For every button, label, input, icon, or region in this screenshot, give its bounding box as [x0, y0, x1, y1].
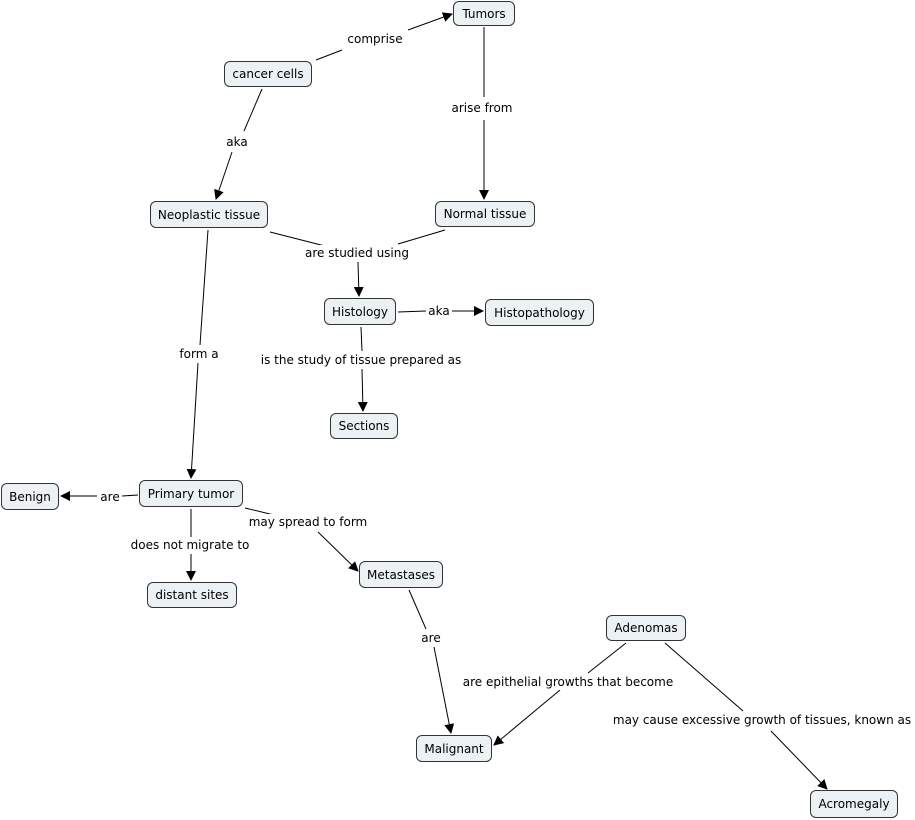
link-line-cancer-comprise	[315, 49, 343, 61]
node-histology[interactable]: Histology	[324, 298, 396, 325]
arrow-excessive-acromegaly	[770, 730, 828, 790]
link-label-excessive-growth[interactable]: may cause excessive growth of tissues, k…	[611, 712, 913, 728]
link-line-histology-study	[360, 326, 363, 352]
node-malignant[interactable]: Malignant	[416, 735, 492, 762]
arrow-epithelial-malignant	[493, 689, 561, 746]
link-line-metastases-are	[408, 589, 427, 630]
link-line-adenomas-excessive	[664, 642, 744, 712]
link-label-does-not-migrate[interactable]: does not migrate to	[129, 537, 251, 553]
link-label-are-benign[interactable]: are	[99, 489, 121, 505]
link-line-primary-are	[121, 494, 139, 497]
node-histopathology[interactable]: Histopathology	[485, 299, 594, 326]
link-label-aka-neoplastic[interactable]: aka	[225, 134, 249, 150]
arrow-study-sections	[357, 368, 368, 412]
link-line-primary-spread	[244, 507, 275, 516]
link-label-form-a[interactable]: form a	[178, 346, 220, 362]
link-label-arise-from[interactable]: arise from	[450, 100, 514, 116]
node-acromegaly[interactable]: Acromegaly	[810, 790, 898, 818]
link-label-comprise[interactable]: comprise	[346, 31, 404, 47]
link-line-adenomas-epithelial	[587, 642, 627, 674]
link-label-epithelial-growths[interactable]: are epithelial growths that become	[461, 674, 675, 690]
node-metastases[interactable]: Metastases	[359, 561, 443, 588]
link-line-neo-studied	[269, 231, 326, 247]
link-line-normal-studied	[397, 229, 446, 245]
arrow-aka-neoplastic	[214, 151, 233, 200]
node-adenomas[interactable]: Adenomas	[606, 615, 686, 641]
arrow-studied-histology	[353, 261, 364, 297]
link-label-may-spread[interactable]: may spread to form	[247, 514, 369, 530]
link-label-aka-histopathology[interactable]: aka	[427, 303, 451, 319]
arrow-comprise-tumors	[407, 12, 453, 31]
link-label-study-of-tissue[interactable]: is the study of tissue prepared as	[259, 352, 463, 368]
link-label-are-studied-using[interactable]: are studied using	[304, 245, 410, 261]
node-primary-tumor[interactable]: Primary tumor	[139, 480, 243, 507]
link-label-are-malignant[interactable]: are	[420, 630, 442, 646]
arrow-forma-primary	[186, 362, 199, 479]
node-cancer-cells[interactable]: cancer cells	[224, 61, 312, 87]
arrow-are-malignant	[433, 646, 455, 734]
node-distant-sites[interactable]: distant sites	[147, 582, 237, 608]
link-line-neo-forma	[199, 229, 209, 346]
node-sections[interactable]: Sections	[330, 413, 398, 439]
arrow-spread-metastases	[317, 531, 359, 572]
node-normal-tissue[interactable]: Normal tissue	[435, 201, 535, 227]
node-benign[interactable]: Benign	[1, 483, 59, 510]
link-line-histology-aka	[397, 310, 427, 313]
node-neoplastic-tissue[interactable]: Neoplastic tissue	[150, 201, 268, 228]
link-line-cancer-aka	[243, 88, 263, 132]
node-tumors[interactable]: Tumors	[453, 1, 515, 26]
